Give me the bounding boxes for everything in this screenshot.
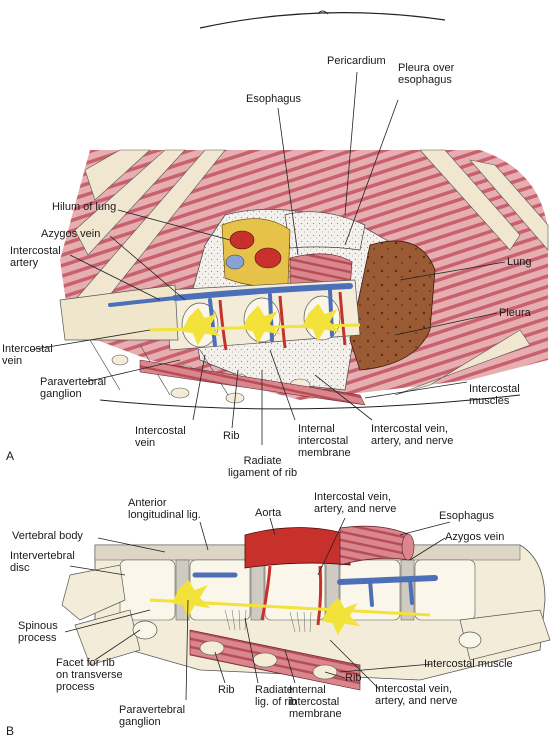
label-esophagus-a: Esophagus bbox=[246, 93, 302, 105]
pericardium bbox=[284, 211, 366, 251]
intercostal-muscles-strip bbox=[139, 359, 366, 406]
sympathetic-trunk-a bbox=[149, 303, 361, 346]
label-intercostal-vein-artery-nerve-b-top: Intercostal vein, artery, and nerve bbox=[314, 491, 397, 515]
label-pleura: Pleura bbox=[499, 307, 531, 319]
label-esophagus-b: Esophagus bbox=[439, 510, 495, 522]
panel-letter-b: B bbox=[6, 724, 15, 738]
label-intercostal-muscles: Intercostal muscles bbox=[469, 383, 520, 407]
label-pericardium: Pericardium bbox=[327, 55, 386, 67]
aorta bbox=[244, 527, 351, 569]
label-paravertebral-ganglion-a: Paravertebral ganglion bbox=[40, 376, 107, 400]
label-intercostal-vein-a-left: Intercostal vein bbox=[2, 343, 53, 367]
azygos-vein-b bbox=[192, 572, 438, 607]
body-outline bbox=[199, 12, 446, 29]
hilum-of-lung bbox=[221, 218, 291, 287]
label-aorta: Aorta bbox=[255, 507, 282, 519]
label-intervertebral-disc: Intervertebral disc bbox=[10, 550, 75, 574]
label-spinous-process: Spinous process bbox=[18, 620, 58, 644]
sympathetic-trunk-b bbox=[149, 579, 431, 636]
label-internal-intercostal-membrane-a: Internal intercostal membrane bbox=[298, 423, 351, 459]
label-pleura-over-esophagus: Pleura over esophagus bbox=[398, 62, 455, 86]
intercostal-arteries-a bbox=[218, 291, 347, 351]
label-intercostal-vein-a-bottom: Intercostal vein bbox=[135, 425, 186, 449]
label-intercostal-artery: Intercostal artery bbox=[10, 245, 61, 269]
label-vertebral-body: Vertebral body bbox=[12, 530, 83, 542]
label-intercostal-vein-artery-nerve-a: Intercostal vein, artery, and nerve bbox=[371, 423, 454, 447]
label-hilum-of-lung: Hilum of lung bbox=[52, 201, 117, 213]
label-intercostal-vein-artery-nerve-b-bottom: Intercostal vein, artery, and nerve bbox=[375, 683, 458, 707]
label-facet-for-rib: Facet for rib on transverse process bbox=[56, 657, 123, 693]
label-lung: Lung bbox=[507, 256, 532, 268]
panel-letter-a: A bbox=[6, 449, 15, 463]
panel-a-drawing bbox=[59, 10, 549, 410]
label-azygos-vein-b: Azygos vein bbox=[445, 531, 505, 543]
panel-b-drawing bbox=[61, 525, 551, 691]
label-azygos-vein-a: Azygos vein bbox=[41, 228, 101, 240]
label-rib-a: Rib bbox=[223, 430, 240, 442]
label-paravertebral-ganglion-b: Paravertebral ganglion bbox=[119, 704, 186, 728]
label-radiate-ligament-a: Radiate ligament of rib bbox=[228, 455, 298, 479]
lung bbox=[349, 240, 436, 371]
label-intercostal-muscle-b: Intercostal muscle bbox=[424, 658, 513, 670]
label-rib-b1: Rib bbox=[218, 684, 235, 696]
ribs-a bbox=[74, 149, 549, 396]
label-internal-intercostal-membrane-b: Internal intercostal membrane bbox=[289, 684, 342, 720]
label-pointers bbox=[29, 71, 506, 701]
label-radiate-lig-b: Radiate lig. of rib bbox=[255, 684, 297, 708]
label-rib-b2: Rib bbox=[345, 672, 362, 684]
label-anterior-longitudinal-lig: Anterior longitudinal lig. bbox=[128, 497, 201, 521]
